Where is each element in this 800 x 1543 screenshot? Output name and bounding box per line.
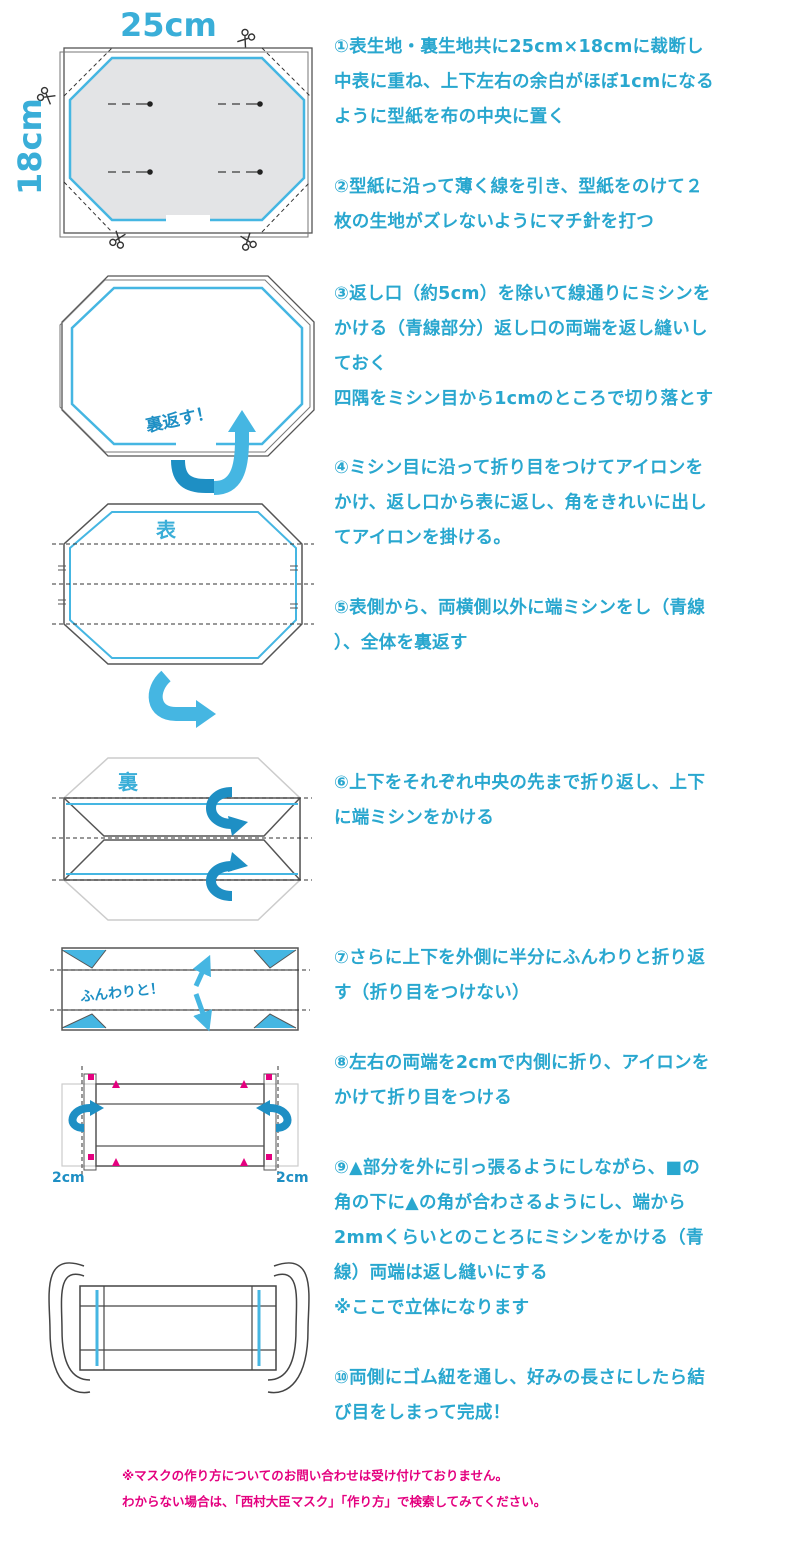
step-6-text: ⑥上下をそれぞれ中央の先まで折り返し、上下に端ミシンをかける (334, 773, 706, 828)
right-2cm-label: 2cm (276, 1170, 309, 1186)
footnote-no-inquiries: ※マスクの作り方についてのお問い合わせは受け付けておりません。 (122, 1468, 509, 1483)
width-dimension-label: 25cm (120, 6, 217, 44)
step10-finished-mask-figure (48, 1262, 310, 1394)
step-10-text: ⑩両側にゴム紐を通し、好みの長さにしたら結び目をしまって完成！ (334, 1368, 706, 1423)
step4-front-figure (52, 503, 314, 728)
height-dimension-label: 18cm (11, 98, 49, 195)
step6-back-figure (52, 757, 312, 921)
step1-fabric-figure (59, 47, 313, 238)
step-4-text: ④ミシン目に沿って折り目をつけてアイロンをかけ、返し口から表に返し、角をきれいに… (334, 458, 707, 548)
step8-side-fold-figure (61, 1066, 299, 1180)
step-7-text: ⑦さらに上下を外側に半分にふんわりと折り返す（折り目をつけない） (334, 948, 706, 1003)
step-8-text: ⑧左右の両端を2cmで内側に折り、アイロンをかけて折り目をつける (334, 1053, 710, 1108)
step-1-text: ①表生地・裏生地共に25cm×18cmに裁断し中表に重ね、上下左右の余白がほぼ1… (334, 37, 714, 127)
front-side-label: 表 (156, 518, 176, 542)
step-3-text: ③返し口（約5cm）を除いて線通りにミシンをかける（青線部分）返し口の両端を返し… (334, 284, 714, 409)
step-5-text: ⑤表側から、両横側以外に端ミシンをし（青線）、全体を裏返す (334, 598, 706, 653)
step3-sewn-figure (59, 275, 315, 495)
footnote-search-hint: わからない場合は、「西村大臣マスク」「作り方」で検索してみてください。 (122, 1494, 547, 1509)
scissors-icon (36, 28, 257, 251)
step-9-text: ⑨▲部分を外に引っ張るようにしながら、■の角の下に▲の角が合わさるようにし、端か… (334, 1158, 704, 1318)
step7-fold-figure (50, 947, 310, 1032)
left-2cm-label: 2cm (52, 1170, 85, 1186)
back-side-label: 裏 (118, 770, 138, 794)
